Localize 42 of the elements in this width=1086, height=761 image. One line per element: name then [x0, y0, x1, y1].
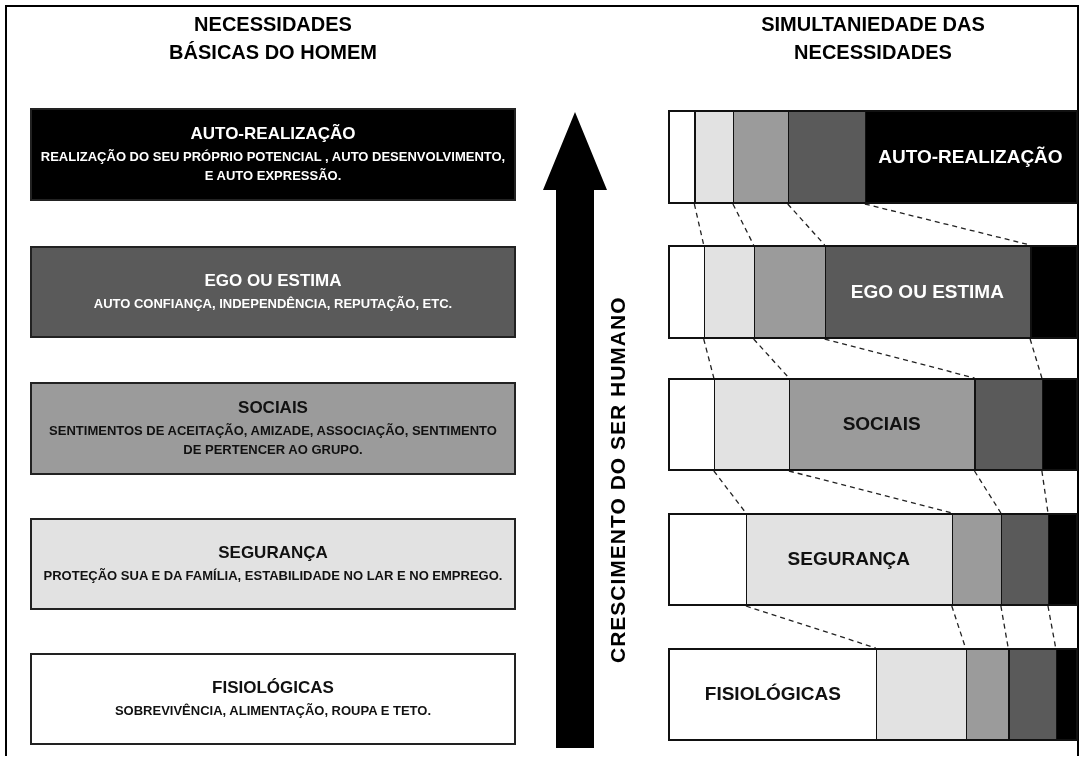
- dashed-line: [824, 338, 976, 379]
- bar-label: EGO OU ESTIMA: [850, 279, 1004, 304]
- dashed-line: [703, 338, 715, 379]
- need-box: [30, 518, 516, 610]
- bar-label: SEGURANÇA: [787, 547, 911, 572]
- stacked-bar: [668, 648, 1078, 741]
- box-heading: EGO OU ESTIMA: [204, 270, 342, 291]
- dashed-line: [745, 605, 877, 649]
- stacked-bar: [668, 245, 1078, 339]
- stacked-bar: [668, 110, 1078, 204]
- column-heading: NECESSIDADES BÁSICAS DO HOMEM: [168, 12, 378, 65]
- bar-label: FISIOLÓGICAS: [704, 682, 841, 707]
- need-box: [30, 108, 516, 201]
- dashed-line: [973, 470, 1002, 514]
- box-description: SENTIMENTOS DE ACEITAÇÃO, AMIZADE, ASSOCIAÇÃO, SENTIMENTO DE PERTENCER AO GRUPO.: [48, 421, 498, 459]
- box-description: AUTO CONFIANÇA, INDEPENDÊNCIA, REPUTAÇÃO, ETC.: [92, 294, 454, 313]
- need-box: [30, 246, 516, 338]
- box-description: PROTEÇÃO SUA E DA FAMÍLIA, ESTABILIDADE NO LAR E NO EMPREGO.: [42, 566, 504, 585]
- box-heading: SEGURANÇA: [218, 542, 328, 563]
- box-description: SOBREVIVÊNCIA, ALIMENTAÇÃO, ROUPA E TETO.: [113, 701, 433, 720]
- stacked-bar: [668, 378, 1078, 471]
- axis-label: CRESCIMENTO DO SER HUMANO: [606, 295, 630, 666]
- box-heading: SOCIAIS: [238, 397, 308, 418]
- box-heading: AUTO-REALIZAÇÃO: [190, 123, 356, 144]
- dashed-line: [753, 338, 790, 379]
- dashed-line: [788, 470, 953, 514]
- dashed-line: [1000, 605, 1009, 649]
- column-heading: SIMULTANIEDADE DAS NECESSIDADES: [760, 12, 986, 65]
- dashed-line: [732, 203, 755, 246]
- box-description: REALIZAÇÃO DO SEU PRÓPRIO POTENCIAL , AUTO DESENVOLVIMENTO, E AUTO EXPRESSÃO.: [39, 147, 507, 185]
- dashed-line: [1041, 470, 1049, 514]
- dashed-line: [693, 203, 705, 246]
- dashed-line: [1029, 338, 1043, 379]
- bar-label: SOCIAIS: [842, 412, 921, 437]
- stacked-bar: [668, 513, 1078, 606]
- dashed-line: [787, 203, 826, 246]
- need-box: [30, 653, 516, 745]
- bar-label: AUTO-REALIZAÇÃO: [878, 144, 1063, 169]
- dashed-line: [713, 470, 747, 514]
- box-heading: FISIOLÓGICAS: [212, 677, 334, 698]
- dashed-line: [1047, 605, 1057, 649]
- need-box: [30, 382, 516, 475]
